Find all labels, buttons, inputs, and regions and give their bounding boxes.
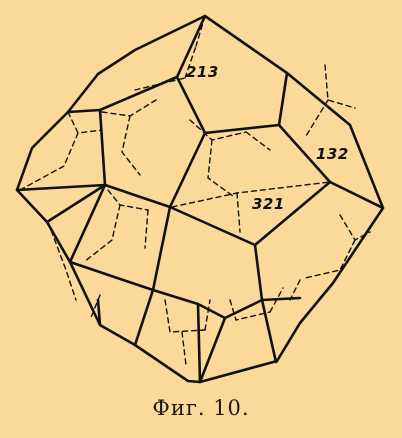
figure-caption: Фиг. 10.	[152, 396, 250, 420]
face-label-213: 213	[186, 63, 219, 81]
face-label-132: 132	[316, 145, 349, 163]
visible-edges	[15, 14, 385, 384]
face-label-321: 321	[252, 195, 285, 213]
